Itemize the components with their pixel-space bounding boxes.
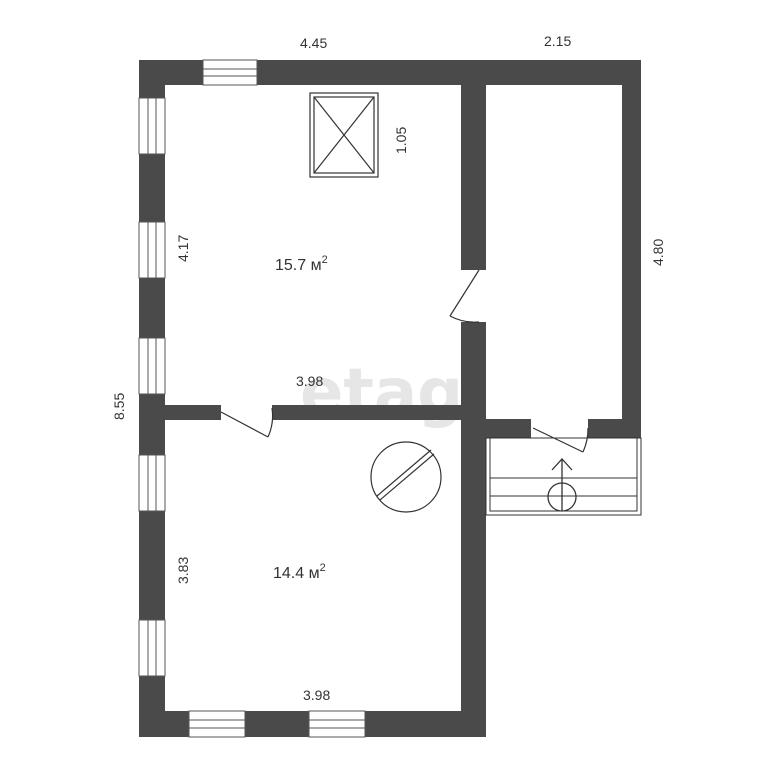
door-icon bbox=[449, 269, 480, 323]
doors bbox=[220, 269, 589, 453]
window-icon bbox=[202, 59, 258, 86]
window-icon bbox=[138, 337, 166, 395]
door-icon bbox=[532, 427, 589, 453]
room1-area: 15.7 м2 bbox=[275, 254, 328, 274]
entrance-arrow-icon bbox=[547, 458, 577, 512]
window-icon bbox=[308, 710, 366, 738]
wall-partition-a bbox=[139, 405, 221, 420]
window-icon bbox=[188, 710, 246, 738]
dimension-room1-height: 4.17 bbox=[175, 235, 191, 262]
dimension-right-room-height: 4.80 bbox=[650, 239, 666, 266]
room2-area-sup: 2 bbox=[320, 562, 326, 574]
dimension-top-right: 2.15 bbox=[544, 33, 571, 49]
wall-partition-b bbox=[272, 405, 472, 420]
wall-center-lower bbox=[461, 322, 486, 737]
dimension-skylight: 1.05 bbox=[393, 127, 409, 154]
chimney-icon bbox=[370, 441, 442, 513]
window-icon bbox=[138, 221, 166, 279]
wall-right-room-right bbox=[622, 60, 641, 438]
dimension-room2-width: 3.98 bbox=[303, 687, 330, 703]
room2-area-value: 14.4 м bbox=[273, 565, 320, 582]
window-icon bbox=[138, 619, 166, 677]
wall-right-room-bottom-b bbox=[588, 419, 641, 438]
porch-steps bbox=[485, 437, 642, 516]
skylight-icon bbox=[309, 92, 379, 178]
dimension-room1-width: 3.98 bbox=[296, 373, 323, 389]
dimension-total-height: 8.55 bbox=[111, 393, 127, 420]
dimension-room2-height: 3.83 bbox=[175, 557, 191, 584]
room1-area-sup: 2 bbox=[322, 254, 328, 266]
window-icon bbox=[138, 97, 166, 155]
window-icon bbox=[138, 454, 166, 512]
room1-area-value: 15.7 м bbox=[275, 257, 322, 274]
dimension-top-left: 4.45 bbox=[300, 35, 327, 51]
door-icon bbox=[220, 407, 274, 438]
wall-center-upper bbox=[461, 60, 486, 270]
windows bbox=[138, 59, 366, 738]
room2-area: 14.4 м2 bbox=[273, 562, 326, 582]
